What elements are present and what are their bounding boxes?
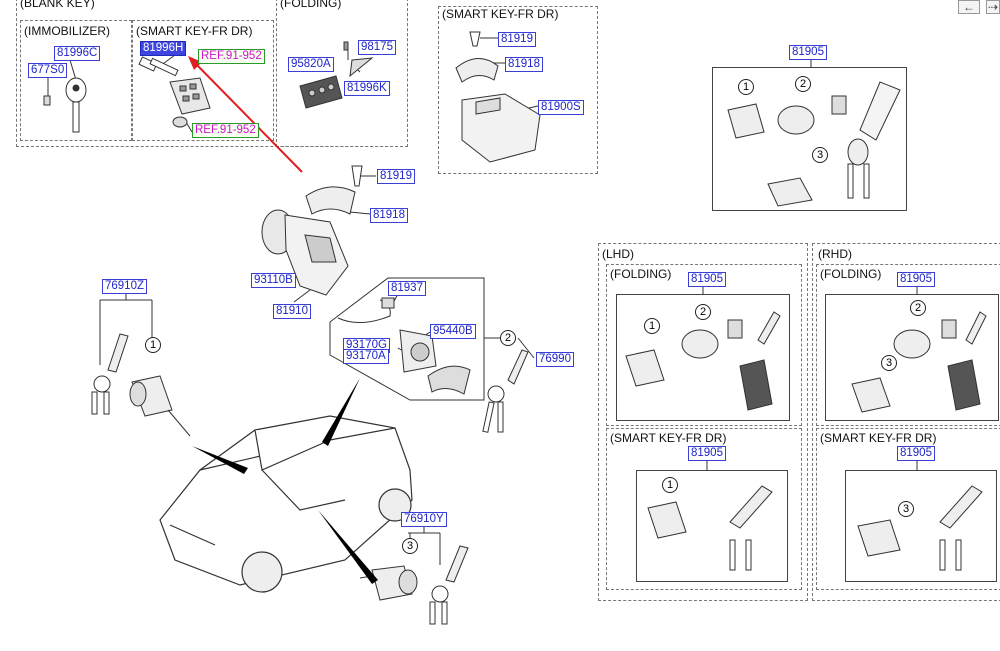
part-81905-link-rhd-folding[interactable]: 81905: [897, 272, 935, 287]
rhd-header: (RHD): [818, 247, 852, 261]
smart-key-header: (SMART KEY-FR DR): [136, 24, 253, 38]
part-76910Y-link[interactable]: 76910Y: [401, 512, 447, 527]
callout-2-lhd-folding: 2: [695, 304, 711, 320]
lhd-folding-header: (FOLDING): [610, 267, 672, 281]
part-677S0-link[interactable]: 677S0: [28, 63, 68, 78]
part-76990-link[interactable]: 76990: [536, 352, 574, 367]
folding-group: [276, 0, 408, 147]
callout-2-rhd-folding: 2: [910, 300, 926, 316]
part-81996C-link[interactable]: 81996C: [54, 46, 101, 61]
part-81918-link[interactable]: 81918: [370, 208, 408, 223]
folding-header: (FOLDING): [280, 0, 342, 10]
lhd-header: (LHD): [602, 247, 634, 261]
callout-1-top: 1: [738, 79, 754, 95]
lhd-group: [598, 243, 808, 601]
arrow-left-icon: ←: [963, 0, 975, 14]
callout-1-lhd-smart-key: 1: [662, 477, 678, 493]
ref-91-952-link-top[interactable]: REF.91-952: [198, 49, 265, 64]
smart-key-lock-header: (SMART KEY-FR DR): [442, 7, 559, 21]
callout-3-rhd-folding: 3: [881, 355, 897, 371]
part-81919-link[interactable]: 81919: [377, 169, 415, 184]
rhd-smart-key-box: [845, 470, 997, 582]
ref-91-952-link-bottom[interactable]: REF.91-952: [192, 123, 259, 138]
part-81910-link[interactable]: 81910: [273, 304, 311, 319]
part-95820A-link[interactable]: 95820A: [288, 57, 334, 72]
part-81996H-link[interactable]: 81996H: [140, 41, 187, 56]
part-98175-link[interactable]: 98175: [358, 40, 396, 55]
callout-3-top: 3: [812, 147, 828, 163]
part-76910Z-link[interactable]: 76910Z: [102, 279, 148, 294]
rhd-folding-group: [816, 264, 1000, 426]
smart-key-blank-group: [132, 20, 274, 141]
callout-2-top: 2: [795, 76, 811, 92]
lhd-smart-key-header: (SMART KEY-FR DR): [610, 431, 727, 445]
callout-1-76910Z: 1: [145, 337, 161, 353]
part-81900S-link[interactable]: 81900S: [538, 100, 584, 115]
immobilizer-group: [20, 20, 132, 141]
callout-3-76910Y: 3: [402, 538, 418, 554]
callout-3-rhd-smart-key: 3: [898, 501, 914, 517]
rhd-smart-key-group: [816, 428, 1000, 590]
blank-key-header: (BLANK KEY): [20, 0, 95, 10]
immobilizer-header: (IMMOBILIZER): [24, 24, 110, 38]
back-button[interactable]: ←: [958, 0, 980, 14]
part-81937-link[interactable]: 81937: [388, 281, 426, 296]
rhd-smart-key-header: (SMART KEY-FR DR): [820, 431, 937, 445]
part-81905-link-top[interactable]: 81905: [789, 45, 827, 60]
lhd-folding-group: [606, 264, 802, 426]
part-93170A-link[interactable]: 93170A: [343, 349, 389, 364]
arrow-right-icon: ⇢: [987, 0, 999, 14]
part-81919-link-top[interactable]: 81919: [498, 32, 536, 47]
lhd-smart-key-group: [606, 428, 802, 590]
part-81996K-link[interactable]: 81996K: [344, 81, 390, 96]
callout-2-76990: 2: [500, 330, 516, 346]
rhd-folding-box: [825, 294, 999, 421]
rhd-group: [812, 243, 1000, 601]
rhd-folding-header: (FOLDING): [820, 267, 882, 281]
callout-1-lhd-folding: 1: [644, 318, 660, 334]
part-93110B-link[interactable]: 93110B: [251, 273, 296, 288]
lhd-smart-key-box: [636, 470, 788, 582]
key-set-box-top: [712, 67, 907, 211]
part-81905-link-lhd-smart-key[interactable]: 81905: [688, 446, 726, 461]
smart-key-lock-group: [438, 6, 598, 174]
part-81905-link-lhd-folding[interactable]: 81905: [688, 272, 726, 287]
part-81905-link-rhd-smart-key[interactable]: 81905: [897, 446, 935, 461]
part-81918-link-top[interactable]: 81918: [505, 57, 543, 72]
part-95440B-link[interactable]: 95440B: [430, 324, 476, 339]
